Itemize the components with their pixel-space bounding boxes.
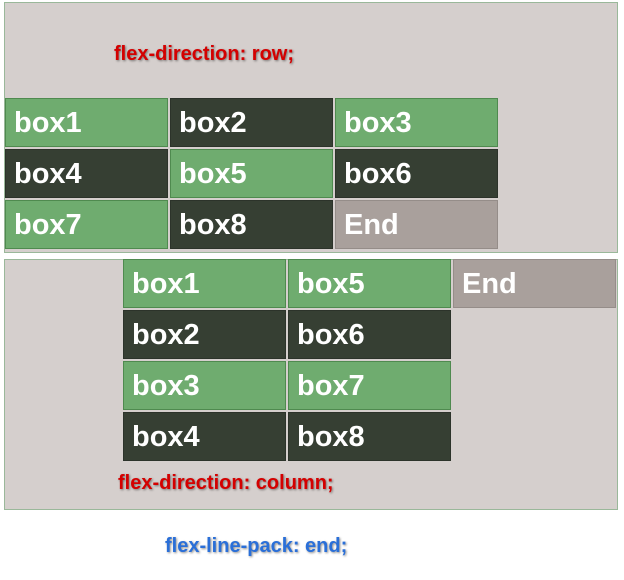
col-box-6: box6 bbox=[288, 310, 451, 359]
line-pack-caption: flex-line-pack: end; bbox=[165, 535, 348, 557]
col-box-3: box3 bbox=[123, 361, 286, 410]
row-box-end: End bbox=[335, 200, 498, 249]
row-box-2: box2 bbox=[170, 98, 333, 147]
row-box-4: box4 bbox=[5, 149, 168, 198]
col-box-4: box4 bbox=[123, 412, 286, 461]
col-box-2: box2 bbox=[123, 310, 286, 359]
column-demo-caption: flex-direction: column; bbox=[118, 472, 334, 494]
row-box-1: box1 bbox=[5, 98, 168, 147]
row-box-5: box5 bbox=[170, 149, 333, 198]
row-box-8: box8 bbox=[170, 200, 333, 249]
row-box-7: box7 bbox=[5, 200, 168, 249]
col-box-8: box8 bbox=[288, 412, 451, 461]
col-box-end: End bbox=[453, 259, 616, 308]
row-demo-caption: flex-direction: row; bbox=[114, 43, 295, 65]
col-box-7: box7 bbox=[288, 361, 451, 410]
row-box-6: box6 bbox=[335, 149, 498, 198]
col-box-1: box1 bbox=[123, 259, 286, 308]
col-box-5: box5 bbox=[288, 259, 451, 308]
row-box-3: box3 bbox=[335, 98, 498, 147]
